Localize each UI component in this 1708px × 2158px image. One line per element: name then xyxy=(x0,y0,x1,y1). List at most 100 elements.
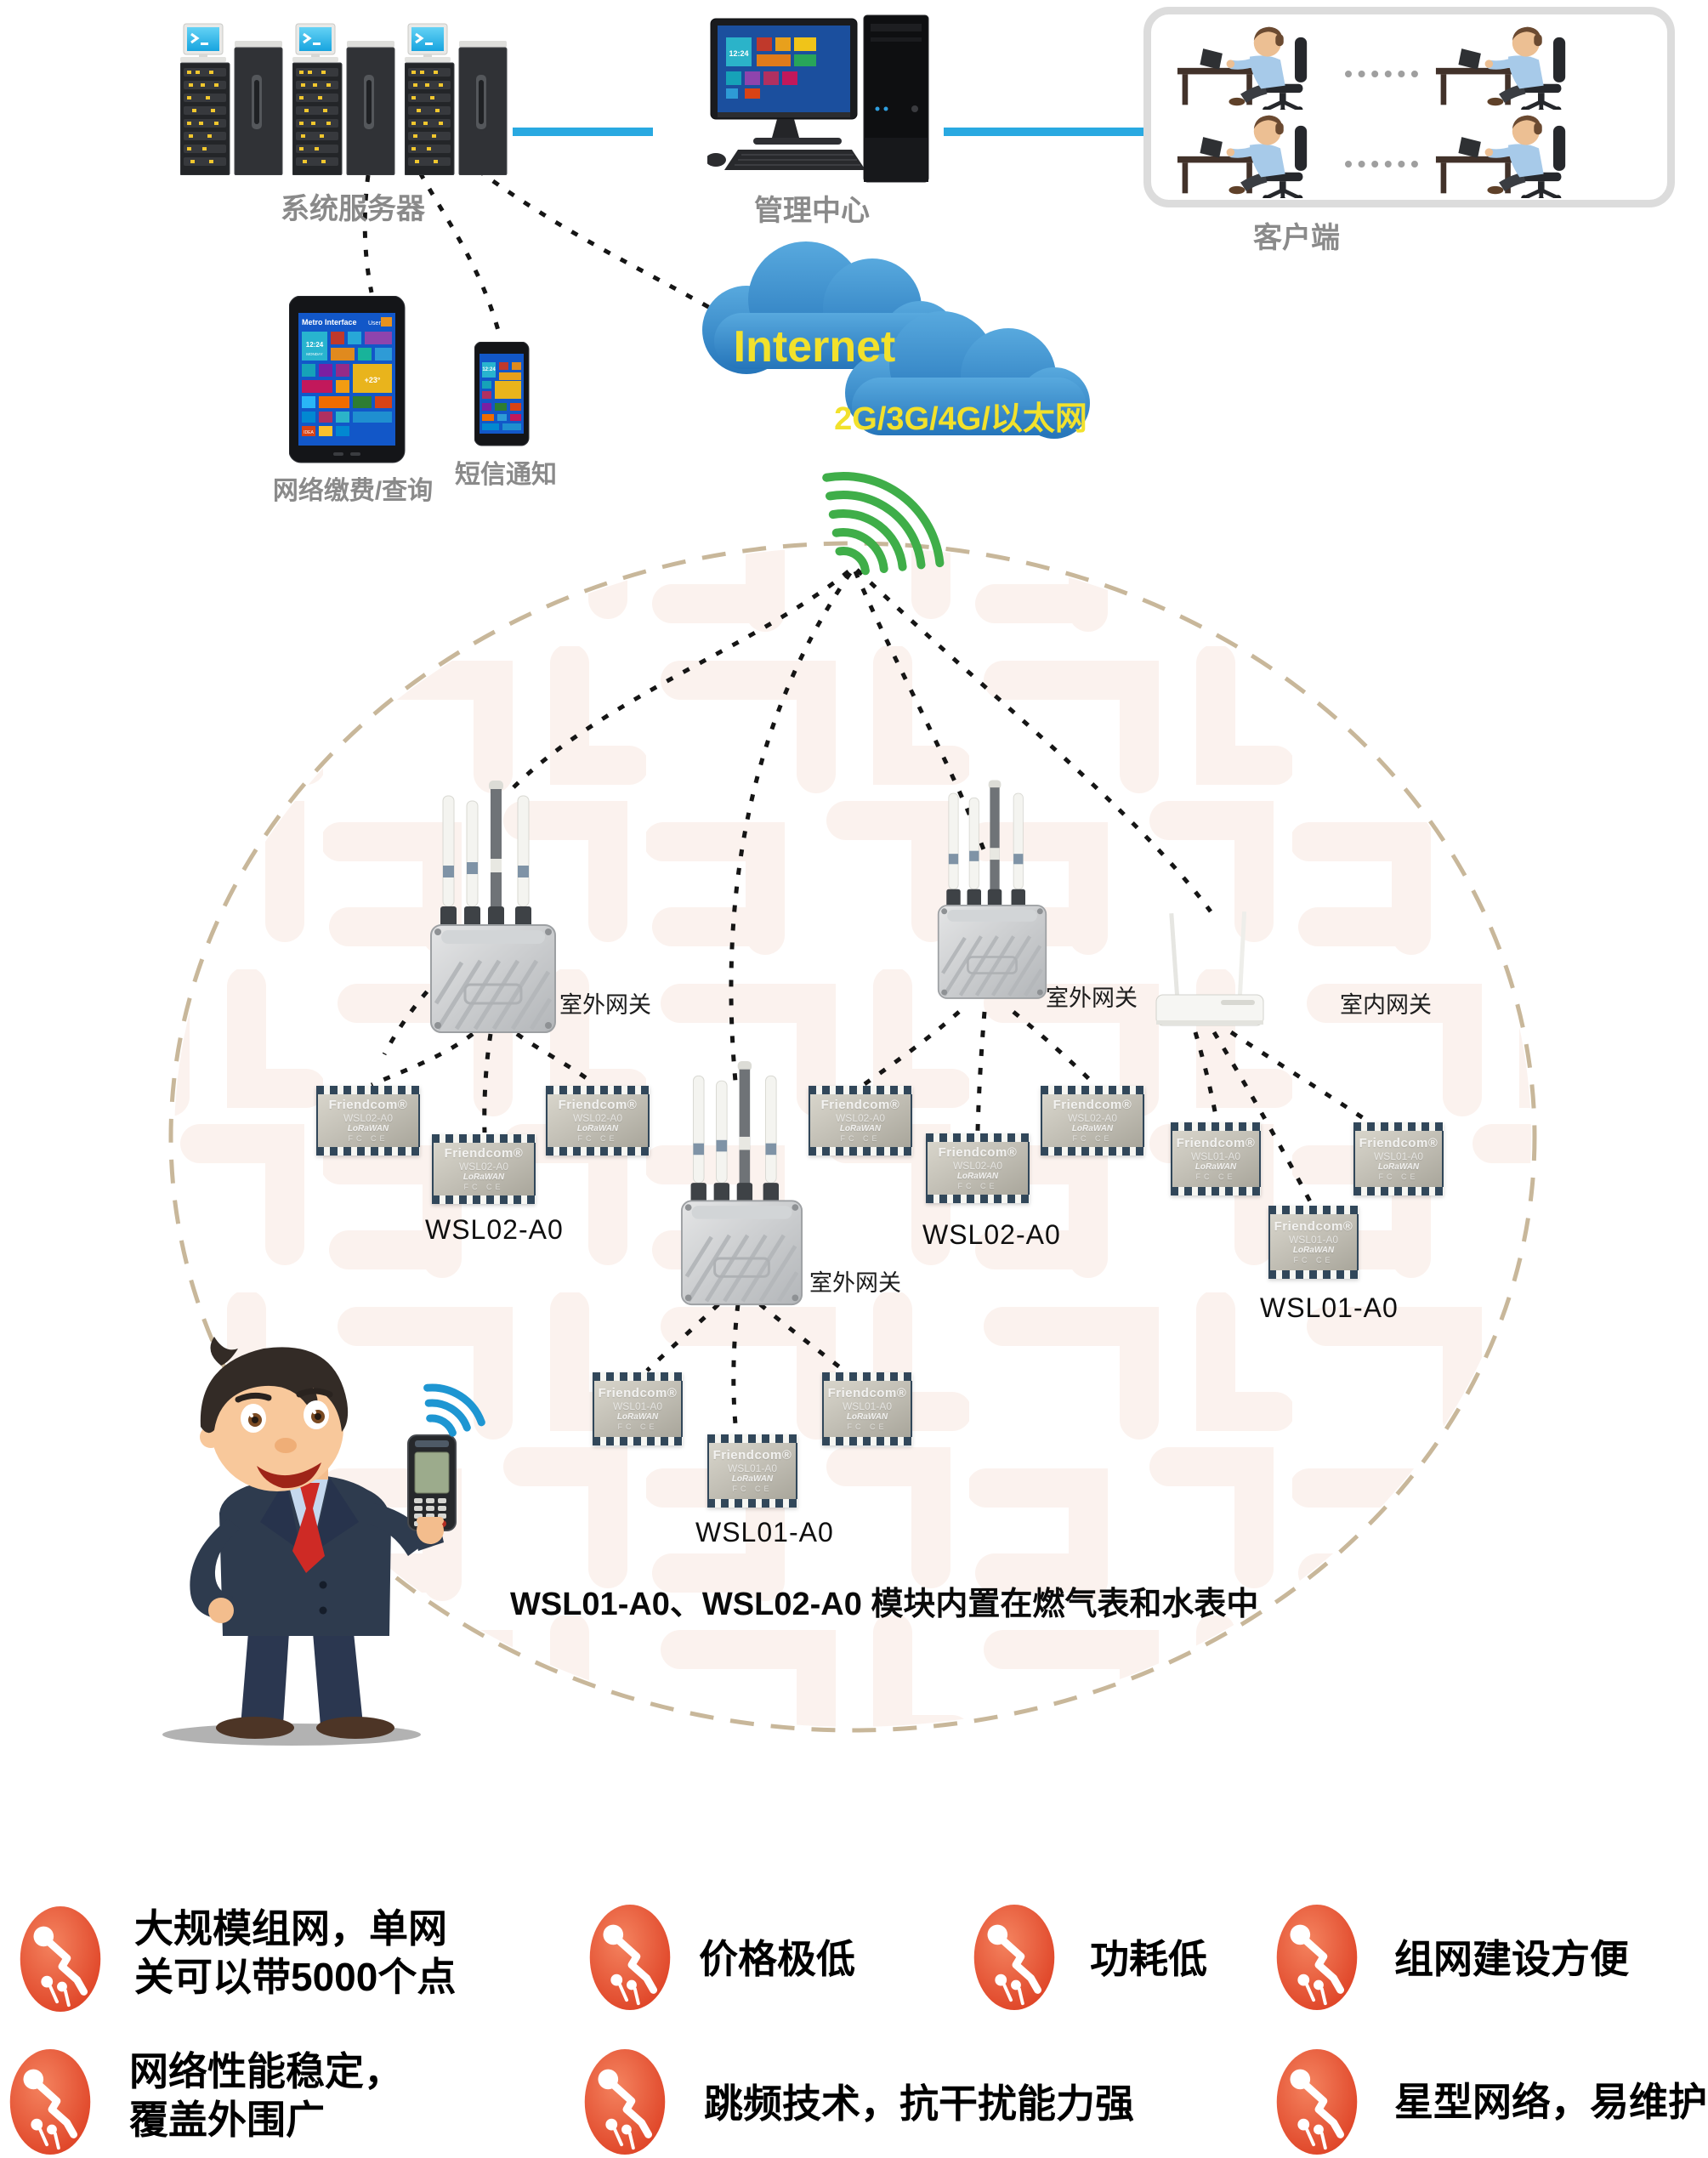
meter-reader-figure xyxy=(162,1337,485,1746)
chip-pins xyxy=(546,1147,650,1156)
pc-clock-tile: 12:24 xyxy=(729,49,748,58)
link-indoor-chip-c3 xyxy=(1211,1031,1314,1205)
chip-model: WSL01-A0 xyxy=(1288,1234,1339,1247)
chip-pins xyxy=(926,1195,1030,1203)
chip-model: WSL01-A0 xyxy=(727,1462,778,1475)
outdoor-gateway-2-label: 室外网关 xyxy=(1046,985,1138,1011)
chip-pins xyxy=(1171,1122,1261,1131)
lorawan-logo: LoRaWAN xyxy=(347,1124,389,1134)
module-chip-wsl02: Friendcom® WSL02-A0 LoRaWAN FC CE xyxy=(316,1086,420,1156)
link-gw2-chip-b2 xyxy=(975,1011,987,1132)
chip-model: WSL02-A0 xyxy=(572,1112,623,1125)
wireless-beacon-icon xyxy=(822,472,945,576)
internet-cloud: Internet 2G/3G/4G/以太网 xyxy=(702,241,1090,439)
chip-brand: Friendcom® xyxy=(1274,1219,1353,1235)
chip-cert-marks: FC CE xyxy=(840,1133,881,1143)
eyes xyxy=(241,1400,329,1433)
chip-brand: Friendcom® xyxy=(444,1146,524,1161)
feature-large-network: 大规模组网，单网 关可以带5000个点 xyxy=(134,1905,456,2002)
phone-tiles xyxy=(482,362,521,430)
hair xyxy=(200,1347,349,1434)
chip-cert-marks: FC CE xyxy=(957,1181,998,1190)
link-cloud-gateway3 xyxy=(729,571,853,1091)
lorawan-logo: LoRaWAN xyxy=(1292,1246,1335,1256)
module-chip-wsl01: Friendcom® WSL01-A0 LoRaWAN FC CE xyxy=(1353,1122,1444,1195)
lorawan-logo: LoRaWAN xyxy=(1071,1124,1114,1134)
tablet-weather: +23° xyxy=(365,376,381,384)
chip-pins xyxy=(432,1134,536,1143)
feature-circuit-icon xyxy=(0,2047,104,2156)
chip-brand: Friendcom® xyxy=(1176,1136,1256,1151)
link-indoor-chip-c2 xyxy=(1229,1030,1369,1123)
clients-dotted-link xyxy=(1345,161,1418,168)
tablet-label: 网络缴费/查询 xyxy=(272,477,434,505)
wifi-signal-icon xyxy=(423,1383,485,1437)
chip-brand: Friendcom® xyxy=(712,1448,792,1463)
chip-pins xyxy=(1268,1270,1359,1279)
chip-brand: Friendcom® xyxy=(328,1098,408,1113)
tie xyxy=(292,1483,325,1573)
chip-pins xyxy=(316,1147,420,1156)
client-person xyxy=(1425,21,1622,110)
feature-low-price: 价格极低 xyxy=(699,1937,855,1981)
module-chip-wsl01: Friendcom® WSL01-A0 LoRaWAN FC CE xyxy=(593,1372,683,1445)
link-server-phone xyxy=(417,171,503,341)
tablet-user: User xyxy=(368,321,381,327)
chip-pins xyxy=(707,1434,797,1443)
wsl01-group-label-right: WSL01-A0 xyxy=(1260,1292,1399,1323)
link-cloud-indoor-gateway xyxy=(855,568,1213,913)
lorawan-logo: LoRaWAN xyxy=(731,1474,774,1485)
feature-low-power: 功耗低 xyxy=(1090,1937,1207,1981)
network-type-label: 2G/3G/4G/以太网 xyxy=(834,401,1087,437)
internet-label: Internet xyxy=(734,322,896,372)
feature-circuit-icon xyxy=(576,1903,684,2012)
module-chip-wsl02: Friendcom® WSL02-A0 LoRaWAN FC CE xyxy=(926,1133,1030,1203)
chip-pins xyxy=(1041,1147,1144,1156)
lorawan-logo: LoRaWAN xyxy=(462,1173,505,1183)
chip-cert-marks: FC CE xyxy=(463,1182,504,1191)
phone-label: 短信通知 xyxy=(455,461,557,489)
lorawan-logo: LoRaWAN xyxy=(1377,1162,1420,1173)
module-chip-wsl01: Friendcom® WSL01-A0 LoRaWAN FC CE xyxy=(822,1372,912,1445)
outdoor-gateway-2 xyxy=(937,765,1047,1016)
chip-pins xyxy=(1353,1122,1444,1131)
feature-line: 网络性能稳定， xyxy=(129,2049,403,2093)
feature-line: 大规模组网，单网 xyxy=(134,1906,447,1951)
link-server-cloud xyxy=(476,168,729,321)
tablet-idea-tile: IDEA xyxy=(304,430,314,435)
chip-pins xyxy=(822,1437,912,1445)
module-chip-wsl01: Friendcom® WSL01-A0 LoRaWAN FC CE xyxy=(1171,1122,1261,1195)
server-rack-group xyxy=(180,22,508,175)
chip-pins xyxy=(316,1086,420,1094)
chip-pins xyxy=(1041,1086,1144,1094)
lorawan-logo: LoRaWAN xyxy=(616,1412,659,1423)
phone-clock: 12:24 xyxy=(482,367,496,372)
feature-circuit-icon xyxy=(961,1903,1068,2012)
lorawan-logo: LoRaWAN xyxy=(1194,1162,1237,1173)
lorawan-logo: LoRaWAN xyxy=(576,1124,619,1134)
chip-brand: Friendcom® xyxy=(598,1386,678,1401)
chip-pins xyxy=(593,1437,683,1445)
chip-cert-marks: FC CE xyxy=(847,1422,888,1431)
chip-model: WSL01-A0 xyxy=(612,1400,663,1413)
outdoor-gateway-3-label: 室外网关 xyxy=(809,1270,901,1296)
module-placement-note: WSL01-A0、WSL02-A0 模块内置在燃气表和水表中 xyxy=(510,1587,1259,1622)
chip-model: WSL01-A0 xyxy=(842,1400,893,1413)
tablet-day: MONDAY xyxy=(306,352,322,356)
chip-pins xyxy=(926,1133,1030,1142)
tablet-tiles xyxy=(302,332,392,436)
chip-cert-marks: FC CE xyxy=(1195,1172,1236,1181)
management-pc: 12:24 xyxy=(707,14,929,183)
mouth xyxy=(257,1462,321,1489)
lorawan-logo: LoRaWAN xyxy=(956,1172,999,1182)
coverage-ellipse xyxy=(168,541,1537,1733)
chip-brand: Friendcom® xyxy=(938,1145,1018,1161)
clients-box xyxy=(1143,7,1675,207)
module-chip-wsl01: Friendcom® WSL01-A0 LoRaWAN FC CE xyxy=(1268,1206,1359,1279)
client-person xyxy=(1425,110,1622,198)
chip-pins xyxy=(1353,1187,1444,1195)
module-chip-wsl02: Friendcom® WSL02-A0 LoRaWAN FC CE xyxy=(546,1086,650,1156)
link-gw3-chip-d3 xyxy=(758,1303,846,1372)
